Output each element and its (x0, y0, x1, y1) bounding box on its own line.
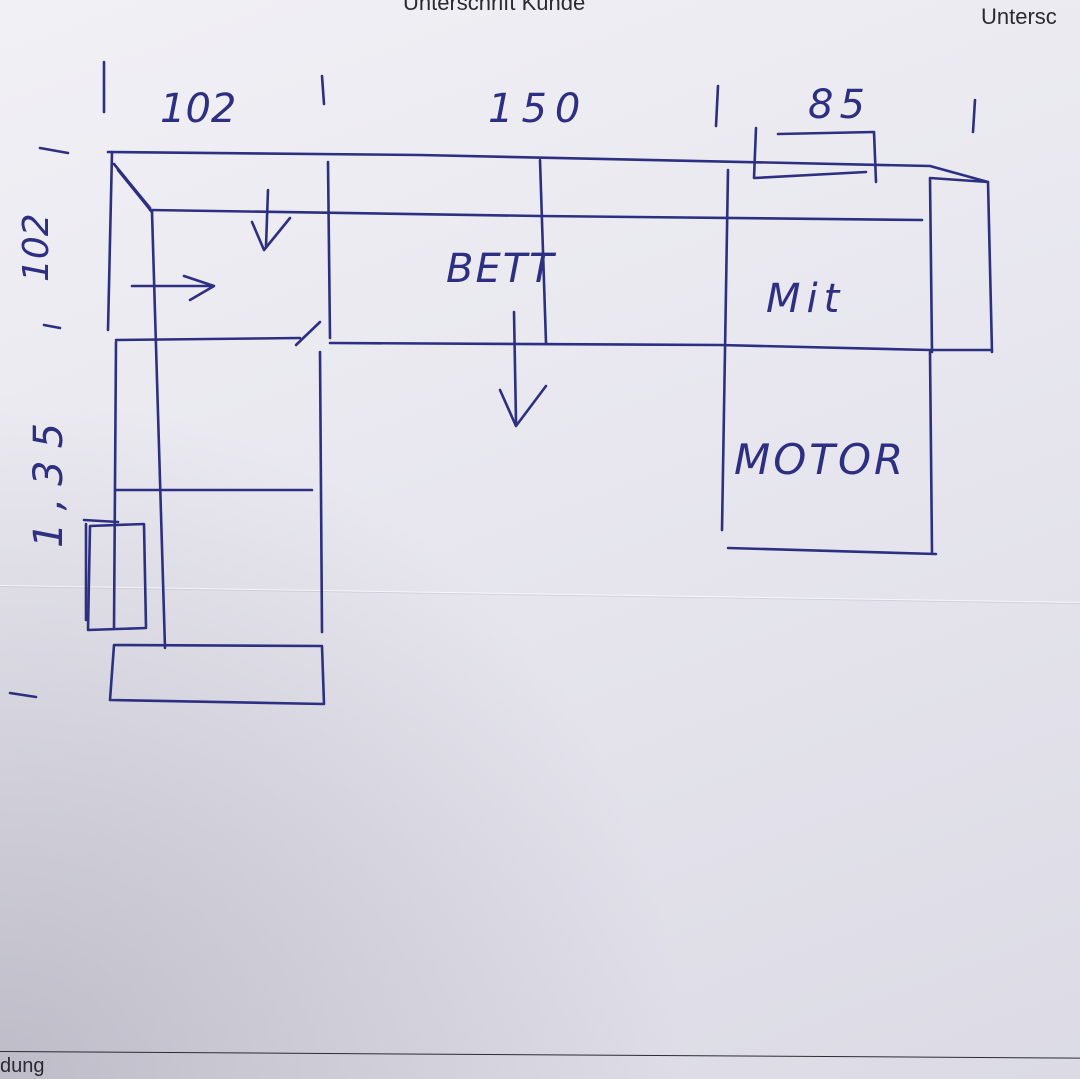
label-with: Mit (766, 276, 845, 322)
printed-signature-customer: Unterschrift Kunde (403, 0, 586, 15)
arrow-down-bed (512, 310, 518, 424)
arrow-down-corner (264, 188, 270, 248)
label-bed: BETT (446, 246, 557, 292)
printed-bottom-text: dung (0, 1055, 45, 1077)
dim-left-top: 102 (16, 213, 57, 282)
printed-signature-other: Untersc (981, 4, 1057, 29)
direction-arrows (130, 188, 548, 428)
dim-top-middle: 150 (488, 86, 588, 132)
dim-top-right: 85 (808, 82, 871, 128)
dim-left-side: 1,35 (26, 411, 72, 548)
label-motor: MOTOR (734, 435, 906, 484)
dimension-ticks (8, 60, 977, 699)
sofa-outline (82, 126, 994, 706)
dim-top-first: 102 (160, 86, 236, 132)
